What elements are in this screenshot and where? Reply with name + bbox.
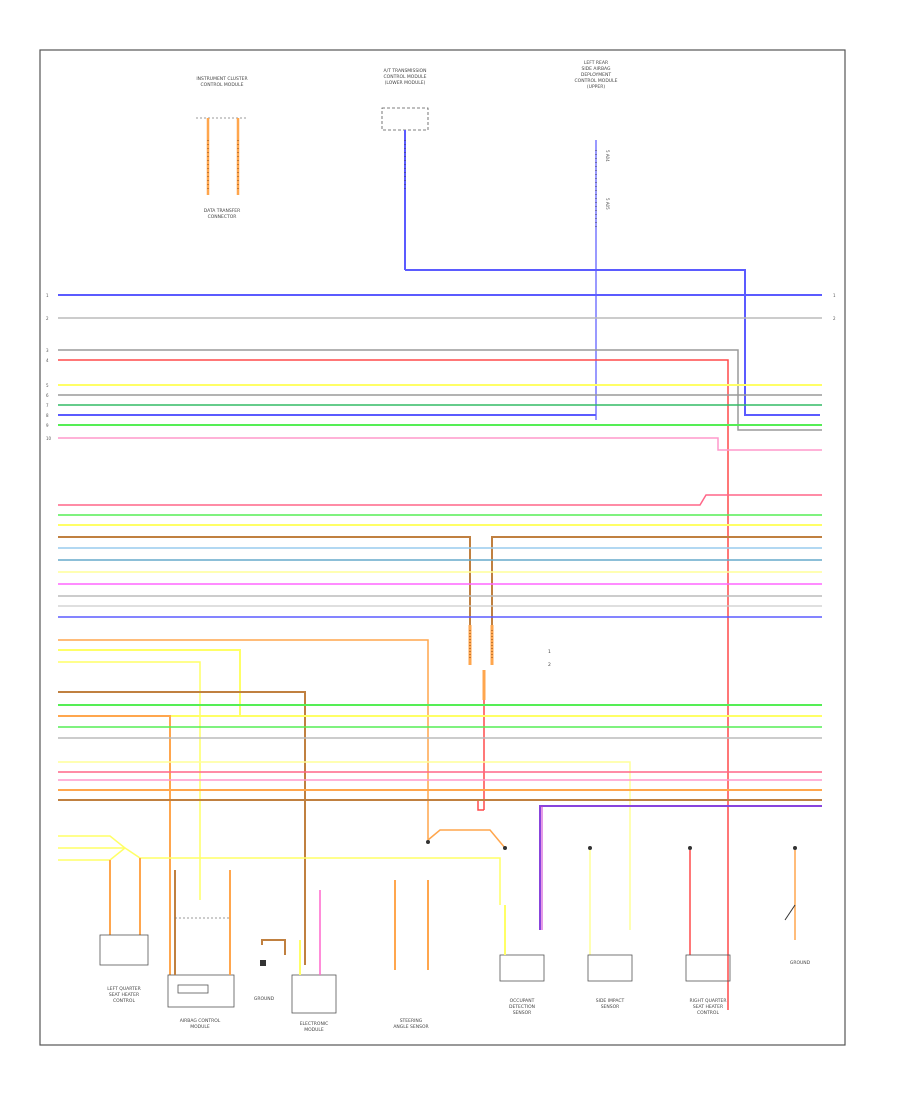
svg-text:MODULE: MODULE (190, 1024, 210, 1030)
component-steering-angle-sensor: STEERING ANGLE SENSOR (393, 880, 429, 1030)
svg-text:GROUND: GROUND (254, 996, 275, 1002)
harness-group-5 (58, 761, 822, 930)
svg-text:LEFT REAR: LEFT REAR (584, 60, 608, 66)
inline-connector-stack (468, 625, 494, 811)
svg-text:RIGHT QUARTER: RIGHT QUARTER (690, 998, 727, 1004)
svg-text:SIDE IMPACT: SIDE IMPACT (596, 998, 625, 1004)
svg-text:SENSOR: SENSOR (601, 1004, 620, 1010)
component-right-rear-module: RIGHT QUARTER SEAT HEATER CONTROL (685, 954, 731, 1016)
svg-text:8: 8 (46, 413, 49, 418)
svg-text:LEFT QUARTER: LEFT QUARTER (107, 986, 140, 992)
svg-text:6: 6 (46, 393, 49, 398)
harness-group-3 (58, 494, 822, 640)
component-center-seat-heater: OCCUPANT DETECTION SENSOR (499, 905, 545, 1016)
svg-text:DATA TRANSFER: DATA TRANSFER (204, 208, 241, 214)
svg-text:DEPLOYMENT: DEPLOYMENT (581, 72, 612, 78)
bottom-branch-wires (426, 840, 797, 955)
svg-text:2: 2 (833, 316, 836, 321)
svg-text:SENSOR: SENSOR (513, 1010, 532, 1016)
instrument-cluster-control-module: INSTRUMENT CLUSTER CONTROL MODULE DATA T… (196, 76, 248, 220)
harness-group-6 (58, 829, 506, 935)
transmission-control-module: A/T TRANSMISSION CONTROL MODULE (LOWER M… (381, 68, 429, 270)
svg-text:ANGLE SENSOR: ANGLE SENSOR (393, 1024, 428, 1030)
svg-text:ELECTRONIC: ELECTRONIC (300, 1021, 329, 1027)
svg-text:2: 2 (46, 316, 49, 321)
svg-text:DETECTION: DETECTION (509, 1004, 535, 1010)
svg-text:CONTROL MODULE: CONTROL MODULE (575, 78, 618, 84)
harness-group-2: 3 4 5 6 7 8 9 10 (46, 348, 822, 1010)
component-electronic-module: ELECTRONIC MODULE (291, 890, 337, 1033)
svg-text:OCCUPANT: OCCUPANT (510, 998, 535, 1004)
svg-text:SEAT HEATER: SEAT HEATER (693, 1004, 723, 1010)
svg-text:GROUND: GROUND (790, 960, 811, 966)
svg-text:MODULE: MODULE (304, 1027, 324, 1033)
svg-text:1: 1 (46, 293, 49, 298)
component-left-seat-heater: LEFT QUARTER SEAT HEATER CONTROL (99, 934, 149, 1004)
svg-text:CONTROL: CONTROL (113, 998, 135, 1004)
svg-text:4: 4 (46, 358, 49, 363)
svg-text:5 A05: 5 A05 (605, 198, 610, 210)
component-right-side-sensor: SIDE IMPACT SENSOR (587, 954, 633, 1010)
svg-text:9: 9 (46, 423, 49, 428)
svg-text:SIDE AIRBAG: SIDE AIRBAG (581, 66, 611, 72)
svg-text:CONTROL MODULE: CONTROL MODULE (384, 74, 427, 80)
svg-text:5 A04: 5 A04 (605, 150, 610, 162)
connector-legend: 1 2 (548, 649, 551, 668)
svg-text:CONTROL MODULE: CONTROL MODULE (201, 82, 244, 88)
svg-text:5: 5 (46, 383, 49, 388)
svg-text:7: 7 (46, 403, 49, 408)
legend-item-2-id: 2 (548, 662, 551, 668)
svg-text:(UPPER): (UPPER) (587, 84, 605, 90)
harness-group-4 (58, 639, 822, 975)
legend-item-1-id: 1 (548, 649, 551, 655)
svg-text:SEAT HEATER: SEAT HEATER (109, 992, 139, 998)
svg-text:STEERING: STEERING (400, 1018, 423, 1024)
svg-text:AIRBAG CONTROL: AIRBAG CONTROL (180, 1018, 221, 1024)
svg-text:INSTRUMENT CLUSTER: INSTRUMENT CLUSTER (196, 76, 247, 82)
svg-text:A/T TRANSMISSION: A/T TRANSMISSION (384, 68, 427, 74)
component-airbag-control-module: AIRBAG CONTROL MODULE (167, 870, 235, 1030)
svg-text:CONNECTOR: CONNECTOR (208, 214, 237, 220)
harness-group-1: 1 2 1 2 (46, 293, 836, 321)
svg-text:(LOWER MODULE): (LOWER MODULE) (385, 80, 426, 86)
svg-text:1: 1 (833, 293, 836, 298)
svg-text:10: 10 (46, 436, 52, 441)
svg-text:3: 3 (46, 348, 49, 353)
component-ground-block: GROUND (254, 939, 286, 1002)
svg-text:CONTROL: CONTROL (697, 1010, 719, 1016)
left-rear-door-module: LEFT REAR SIDE AIRBAG DEPLOYMENT CONTROL… (575, 60, 618, 420)
component-ground-point: GROUND (784, 904, 811, 966)
diagram-frame (39, 49, 846, 1046)
